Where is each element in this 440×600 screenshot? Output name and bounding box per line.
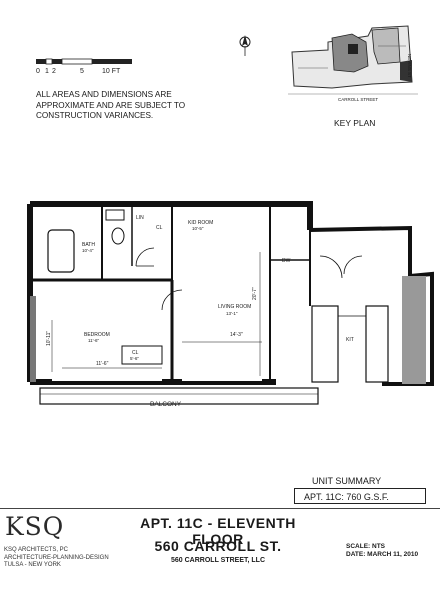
- label-dw: DW: [282, 258, 291, 264]
- room-label-cl-top: CL: [156, 225, 163, 231]
- room-label-bath: BATH: [82, 242, 95, 248]
- scale-tick-1: 1: [45, 68, 49, 75]
- room-dims-bath: 10'-4": [82, 248, 94, 253]
- firm-line-name: KSQ ARCHITECTS, PC: [4, 547, 69, 553]
- firm-line-discipline: ARCHITECTURE-PLANNING-DESIGN: [4, 554, 109, 561]
- room-label-bedroom-cl: CL: [132, 350, 139, 356]
- room-label-balcony: BALCONY: [150, 401, 182, 408]
- scale-bar-graphic: [36, 58, 132, 65]
- apartment-title: APT. 11C - ELEVENTH FLOOR: [140, 515, 296, 547]
- key-plan: [288, 25, 418, 95]
- room-label-bedroom: BEDROOM: [84, 332, 110, 338]
- scale-tick-10: 10 FT: [102, 68, 121, 75]
- title-block-divider: [0, 508, 440, 509]
- key-plan-label: KEY PLAN: [334, 118, 376, 128]
- date-label: DATE: MARCH 11, 2010: [346, 551, 419, 558]
- room-label-lin: LIN: [136, 215, 144, 221]
- key-plan-street-bottom: CARROLL STREET: [338, 97, 379, 102]
- living-dim-vertical: 20'-7": [252, 287, 258, 300]
- unit-summary-title: UNIT SUMMARY: [312, 476, 382, 486]
- room-label-kid-room: KID ROOM: [188, 220, 214, 226]
- unit-summary-value: APT. 11C: 760 G.S.F.: [304, 492, 389, 502]
- room-dims-living: 13'-1": [226, 311, 238, 316]
- address-title: 560 CARROLL ST.: [154, 538, 282, 554]
- firm-info: KSQ ARCHITECTS, PC ARCHITECTURE-PLANNING…: [4, 547, 109, 570]
- key-plan-street-side: NEVINS ST: [407, 54, 412, 78]
- scale-label: SCALE: NTS: [346, 543, 385, 550]
- scale-tick-5: 5: [80, 68, 84, 75]
- scale-bar: 0 1 2 5 10 FT: [36, 56, 136, 78]
- living-dim-horizontal: 14'-3": [230, 332, 243, 338]
- scale-tick-2: 2: [52, 68, 56, 75]
- disclaimer-note: ALL AREAS AND DIMENSIONS ARE APPROXIMATE…: [36, 90, 186, 120]
- room-dims-bedroom-cl: 5'-6": [130, 356, 139, 361]
- unit-summary-box: [294, 488, 426, 504]
- ksq-logo: KSQ: [5, 512, 65, 541]
- floor-plan: [27, 201, 434, 405]
- firm-line-location: TULSA - NEW YORK: [4, 562, 61, 568]
- room-dims-kid-room: 10'-5": [192, 226, 204, 231]
- bedroom-dim-horizontal: 11'-6": [96, 361, 109, 367]
- north-arrow-icon: [239, 35, 251, 56]
- room-dims-bedroom: 11'-6": [88, 338, 100, 343]
- bedroom-dim-vertical: 10'-11": [46, 330, 52, 346]
- room-label-kitchen: KIT: [346, 337, 354, 343]
- owner-name: 560 CARROLL STREET, LLC: [171, 557, 265, 564]
- scale-tick-0: 0: [36, 68, 40, 75]
- room-label-living: LIVING ROOM: [218, 304, 252, 310]
